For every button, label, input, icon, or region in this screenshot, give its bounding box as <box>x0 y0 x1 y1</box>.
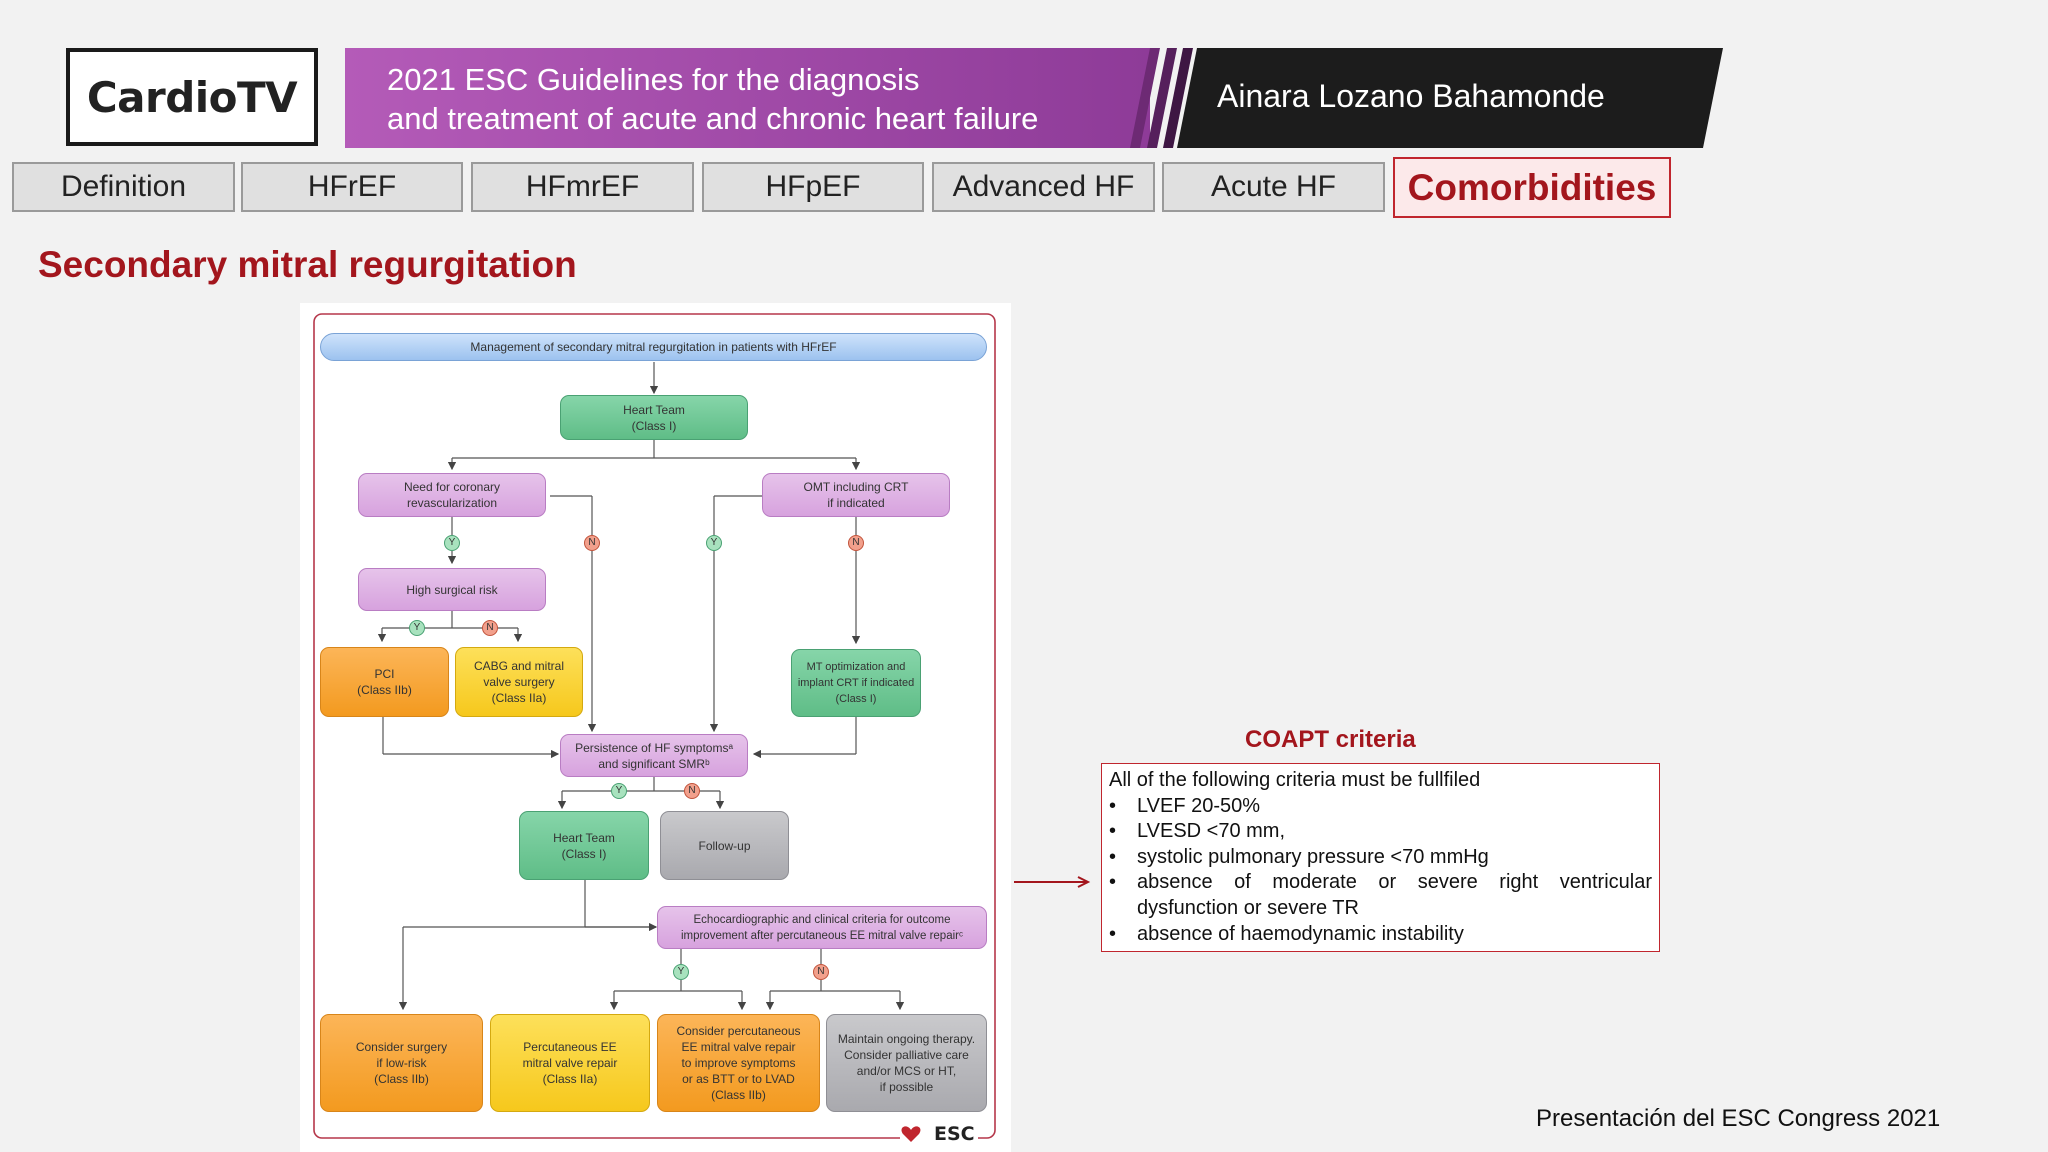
esc-logo-text: ESC <box>934 1123 975 1145</box>
flow-heart-team-node: Heart Team (Class I) <box>560 395 748 440</box>
author-name: Ainara Lozano Bahamonde <box>1217 78 1605 114</box>
yes-marker: Y <box>611 783 627 799</box>
cardiotv-logo: CardioTV <box>66 48 318 146</box>
esc-heart-icon <box>901 1126 921 1142</box>
flow-echo-criteria-node: Echocardiographic and clinical criteria … <box>657 906 987 949</box>
title-banner: 2021 ESC Guidelines for the diagnosis an… <box>345 48 1723 148</box>
yes-marker: Y <box>444 535 460 551</box>
flow-consider-percutaneous-node: Consider percutaneous EE mitral valve re… <box>657 1014 820 1112</box>
no-marker: N <box>482 620 498 636</box>
flow-persistence-node: Persistence of HF symptomsᵃ and signific… <box>560 734 748 777</box>
flow-maintain-therapy-node: Maintain ongoing therapy. Consider palli… <box>826 1014 987 1112</box>
flow-high-risk-node: High surgical risk <box>358 568 546 611</box>
criteria-item-rv-dysfunction: absence of moderate or severe right vent… <box>1109 870 1652 921</box>
tab-acute-hf[interactable]: Acute HF <box>1162 162 1385 212</box>
page-title: Secondary mitral regurgitation <box>38 244 577 285</box>
no-marker: N <box>848 535 864 551</box>
criteria-item-haemodynamic: absence of haemodynamic instability <box>1109 922 1652 948</box>
title-line-1: 2021 ESC Guidelines for the diagnosis <box>387 62 920 97</box>
tab-hfref[interactable]: HFrEF <box>241 162 463 212</box>
yes-marker: Y <box>409 620 425 636</box>
flow-heart-team-2-node: Heart Team (Class I) <box>519 811 649 880</box>
red-pointer-arrow <box>1014 876 1091 888</box>
yes-marker: Y <box>673 964 689 980</box>
tab-hfmref[interactable]: HFmrEF <box>471 162 694 212</box>
flow-percutaneous-repair-node: Percutaneous EE mitral valve repair (Cla… <box>490 1014 650 1112</box>
tab-advanced-hf[interactable]: Advanced HF <box>932 162 1155 212</box>
flow-mt-optimization-node: MT optimization and implant CRT if indic… <box>791 649 921 717</box>
coapt-criteria-box: All of the following criteria must be fu… <box>1101 763 1660 952</box>
criteria-intro: All of the following criteria must be fu… <box>1109 769 1481 791</box>
tab-hfpef[interactable]: HFpEF <box>702 162 924 212</box>
banner-background <box>345 48 1723 148</box>
flow-follow-up-node: Follow-up <box>660 811 789 880</box>
flow-need-revasc-node: Need for coronary revascularization <box>358 473 546 517</box>
logo-text: CardioTV <box>86 72 298 122</box>
presentation-title: 2021 ESC Guidelines for the diagnosis an… <box>387 60 1167 138</box>
no-marker: N <box>813 964 829 980</box>
no-marker: N <box>584 535 600 551</box>
yes-marker: Y <box>706 535 722 551</box>
flow-omt-node: OMT including CRT if indicated <box>762 473 950 517</box>
footer-credit: Presentación del ESC Congress 2021 <box>1536 1105 1941 1132</box>
criteria-item-pulmonary-pressure: systolic pulmonary pressure <70 mmHg <box>1109 845 1652 871</box>
coapt-criteria-title: COAPT criteria <box>1245 726 1416 753</box>
flowchart-figure: Management of secondary mitral regurgita… <box>300 303 1011 1152</box>
title-line-2: and treatment of acute and chronic heart… <box>387 101 1039 136</box>
flow-cabg-node: CABG and mitral valve surgery (Class IIa… <box>455 647 583 717</box>
flow-consider-surgery-node: Consider surgery if low-risk (Class IIb) <box>320 1014 483 1112</box>
flow-pci-node: PCI (Class IIb) <box>320 647 449 717</box>
tab-comorbidities[interactable]: Comorbidities <box>1393 157 1671 218</box>
flowchart-connectors <box>313 313 996 1147</box>
no-marker: N <box>684 783 700 799</box>
criteria-list: LVEF 20-50% LVESD <70 mm, systolic pulmo… <box>1109 794 1652 948</box>
tab-definition[interactable]: Definition <box>12 162 235 212</box>
criteria-item-lvesd: LVESD <70 mm, <box>1109 819 1652 845</box>
criteria-item-lvef: LVEF 20-50% <box>1109 794 1652 820</box>
flow-top-node: Management of secondary mitral regurgita… <box>320 333 987 361</box>
